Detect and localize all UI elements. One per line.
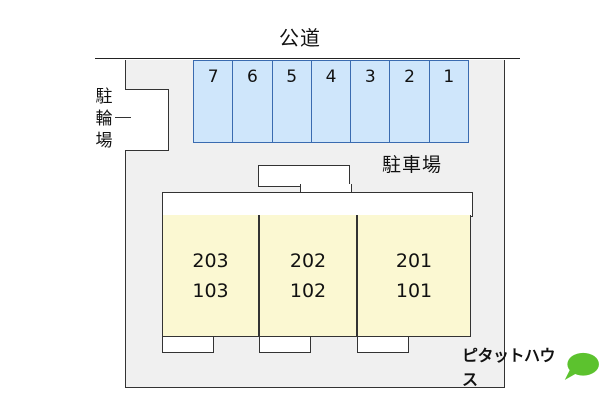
- logo-text: ピタットハウス: [462, 346, 556, 389]
- parking-label: 駐車場: [382, 154, 443, 176]
- unit-lower-number: 103: [192, 279, 229, 302]
- unit-lower-number: 101: [395, 279, 433, 302]
- corridor: [162, 192, 473, 217]
- bike-parking-area: [125, 89, 169, 151]
- unit-201-101: 201 101: [357, 215, 471, 337]
- parking-spaces: 7 6 5 4 3 2 1: [193, 60, 469, 143]
- parking-space-1: 1: [428, 60, 469, 143]
- entrance-stem: [300, 184, 352, 194]
- balcony: [259, 337, 311, 353]
- balcony: [357, 337, 409, 353]
- balcony: [162, 337, 214, 353]
- parking-space-4: 4: [310, 60, 351, 143]
- building-units: 203 103 202 102 201 101: [162, 215, 471, 337]
- unit-lower-number: 102: [289, 279, 327, 302]
- road-line: [95, 58, 520, 59]
- bike-parking-char-2: 輪: [95, 109, 113, 129]
- bike-parking-label: 駐 輪 場: [94, 86, 114, 152]
- parking-space-2: 2: [389, 60, 429, 143]
- unit-upper-number: 202: [289, 249, 327, 272]
- unit-upper-number: 201: [395, 249, 433, 272]
- road-label: 公道: [279, 26, 321, 50]
- bike-parking-leader: [115, 117, 131, 118]
- bike-parking-char-3: 場: [95, 131, 113, 151]
- parking-space-3: 3: [350, 60, 390, 143]
- parking-space-7: 7: [193, 60, 233, 143]
- unit-203-103: 203 103: [162, 215, 259, 337]
- bike-parking-char-1: 駐: [95, 87, 113, 107]
- company-logo: ピタットハウス: [462, 342, 600, 390]
- unit-upper-number: 203: [192, 249, 229, 272]
- speech-bubble-icon: [564, 352, 600, 381]
- parking-space-5: 5: [271, 60, 311, 143]
- unit-202-102: 202 102: [259, 215, 357, 337]
- parking-space-6: 6: [232, 60, 272, 143]
